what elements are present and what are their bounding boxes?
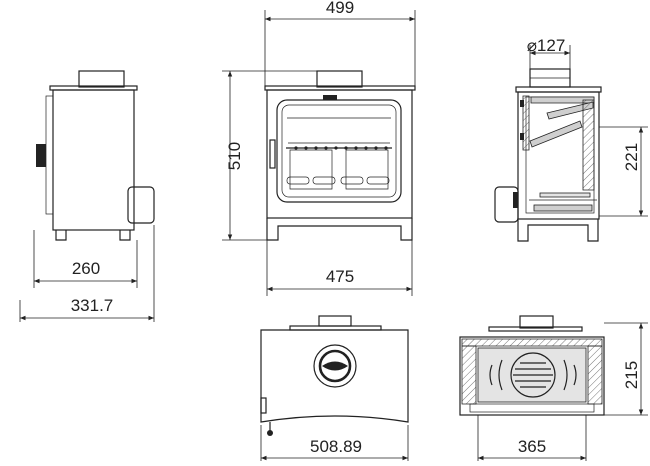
- plan-section-view: [459, 315, 605, 416]
- plan-section-rear-liner: [461, 338, 603, 347]
- top-width-label: 499: [326, 0, 354, 17]
- dim-plan-section-depth: 215: [604, 322, 648, 416]
- dim-plan-section-width: 365: [477, 415, 587, 461]
- front-plinth-legs: [266, 218, 413, 241]
- plan-section-outline: [459, 336, 605, 416]
- dim-front-base: 475: [266, 240, 413, 296]
- section-ashpan: [533, 204, 593, 212]
- section-height-label: 221: [622, 143, 641, 171]
- plan-section-depth-label: 215: [622, 361, 641, 389]
- section-top-plate: [515, 86, 602, 93]
- dim-side-overall: 331.7: [19, 225, 155, 322]
- front-base-label: 475: [326, 267, 354, 286]
- plan-section-grate-bars: [489, 359, 577, 391]
- height-label: 510: [225, 142, 244, 170]
- plan-section-right-liner: [587, 345, 603, 405]
- dim-height: 510: [222, 70, 317, 241]
- front-view: [264, 70, 416, 241]
- plan-section-left-liner: [461, 345, 477, 405]
- front-firebox-panels: [289, 149, 389, 190]
- side-legs: [55, 230, 131, 241]
- plan-outline: [260, 329, 409, 423]
- plan-section-rear-plate: [488, 326, 583, 332]
- section-grate: [539, 192, 591, 198]
- section-rear-liner: [582, 99, 595, 191]
- dim-top-width: 499: [264, 0, 416, 86]
- dim-plan-width: 508.89: [260, 425, 409, 461]
- side-rear-air-inlet: [127, 186, 155, 224]
- side-door-handle: [36, 144, 46, 167]
- front-grate-dots: [294, 146, 388, 150]
- plan-handle-base: [260, 397, 267, 414]
- side-door-profile: [45, 95, 54, 215]
- section-view: [494, 68, 602, 242]
- side-overall-label: 331.7: [71, 296, 114, 315]
- section-legs: [517, 219, 599, 242]
- front-airwash-control: [323, 95, 337, 100]
- plan-section-door: [469, 403, 595, 413]
- plan-section-width-label: 365: [518, 437, 546, 456]
- dim-side-depth: 260: [33, 230, 138, 288]
- dim-section-height: 221: [599, 126, 648, 217]
- front-body: [266, 89, 413, 219]
- side-view: [36, 70, 155, 241]
- section-throat-plate: [529, 120, 583, 148]
- front-door-glass: [281, 104, 397, 198]
- front-door: [276, 99, 402, 203]
- plan-width-label: 508.89: [310, 437, 362, 456]
- front-flue-collar: [316, 70, 363, 88]
- section-door-liner: [522, 95, 530, 151]
- dim-flue-diameter: ⌀127: [527, 36, 571, 69]
- front-door-handle: [269, 139, 276, 169]
- side-depth-label: 260: [72, 259, 100, 278]
- plan-section-grate-ring: [510, 352, 556, 398]
- section-body: [517, 91, 600, 220]
- side-body: [52, 89, 135, 231]
- plan-section-flue-collar: [519, 315, 554, 329]
- plan-flue-collar: [318, 315, 352, 327]
- plan-flue-ring: [313, 344, 357, 388]
- flue-diameter-label: ⌀127: [527, 36, 566, 55]
- plan-view: [260, 315, 409, 436]
- side-flue-collar: [78, 70, 125, 88]
